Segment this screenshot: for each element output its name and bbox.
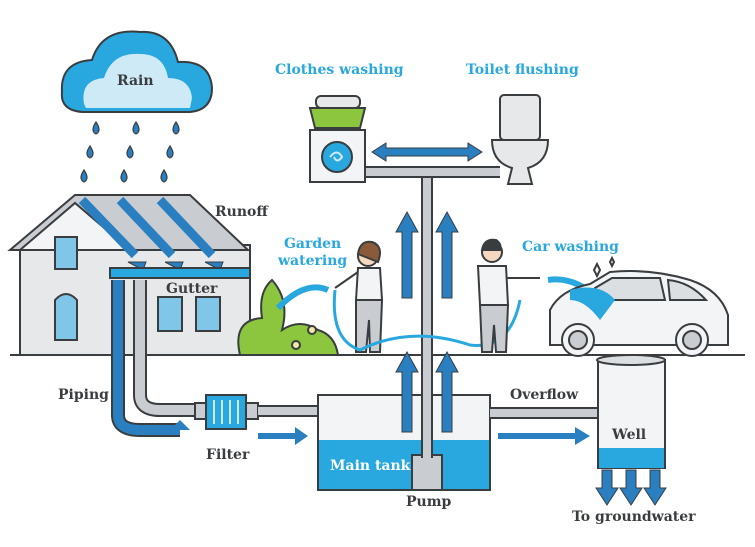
filter-label: Filter (206, 447, 250, 463)
double-arrow-icon (371, 142, 483, 162)
flow-arrow-to-tank (258, 427, 308, 445)
raindrops-icon (80, 120, 180, 183)
well-icon (596, 354, 666, 469)
up-arrows-icon (395, 210, 459, 433)
piping-icon (111, 280, 205, 440)
piping-label: Piping (58, 387, 109, 403)
main-tank-icon (317, 394, 491, 491)
main-tank-label: Main tank (330, 458, 411, 474)
gutter-label: Gutter (166, 281, 218, 297)
well-label: Well (612, 427, 647, 443)
to-groundwater-label: To groundwater (572, 509, 696, 525)
toilet-flushing-label: Toilet flushing (466, 62, 579, 78)
runoff-label: Runoff (215, 204, 268, 220)
down-arrows-icon (595, 469, 667, 506)
garden-watering-label: Garden watering (278, 236, 348, 269)
car-washing-label: Car washing (522, 239, 619, 255)
toilet-icon (490, 94, 550, 185)
garden-water-spray (275, 284, 330, 311)
washing-machine-icon (308, 95, 367, 183)
clothes-washing-label: Clothes washing (275, 62, 404, 78)
woman-gardener-icon (334, 240, 384, 353)
flow-arrow-to-well (498, 427, 590, 445)
car-icon (549, 255, 729, 357)
runoff-arrows-icon (78, 196, 216, 259)
supply-pipe-icon (365, 166, 500, 458)
filter-icon (194, 394, 320, 430)
overflow-label: Overflow (510, 387, 579, 403)
gutter-icon (109, 267, 251, 279)
rain-label: Rain (117, 73, 154, 89)
man-car-washer-icon (476, 238, 540, 353)
rain-cloud-icon (60, 30, 214, 113)
pump-label: Pump (406, 494, 452, 510)
